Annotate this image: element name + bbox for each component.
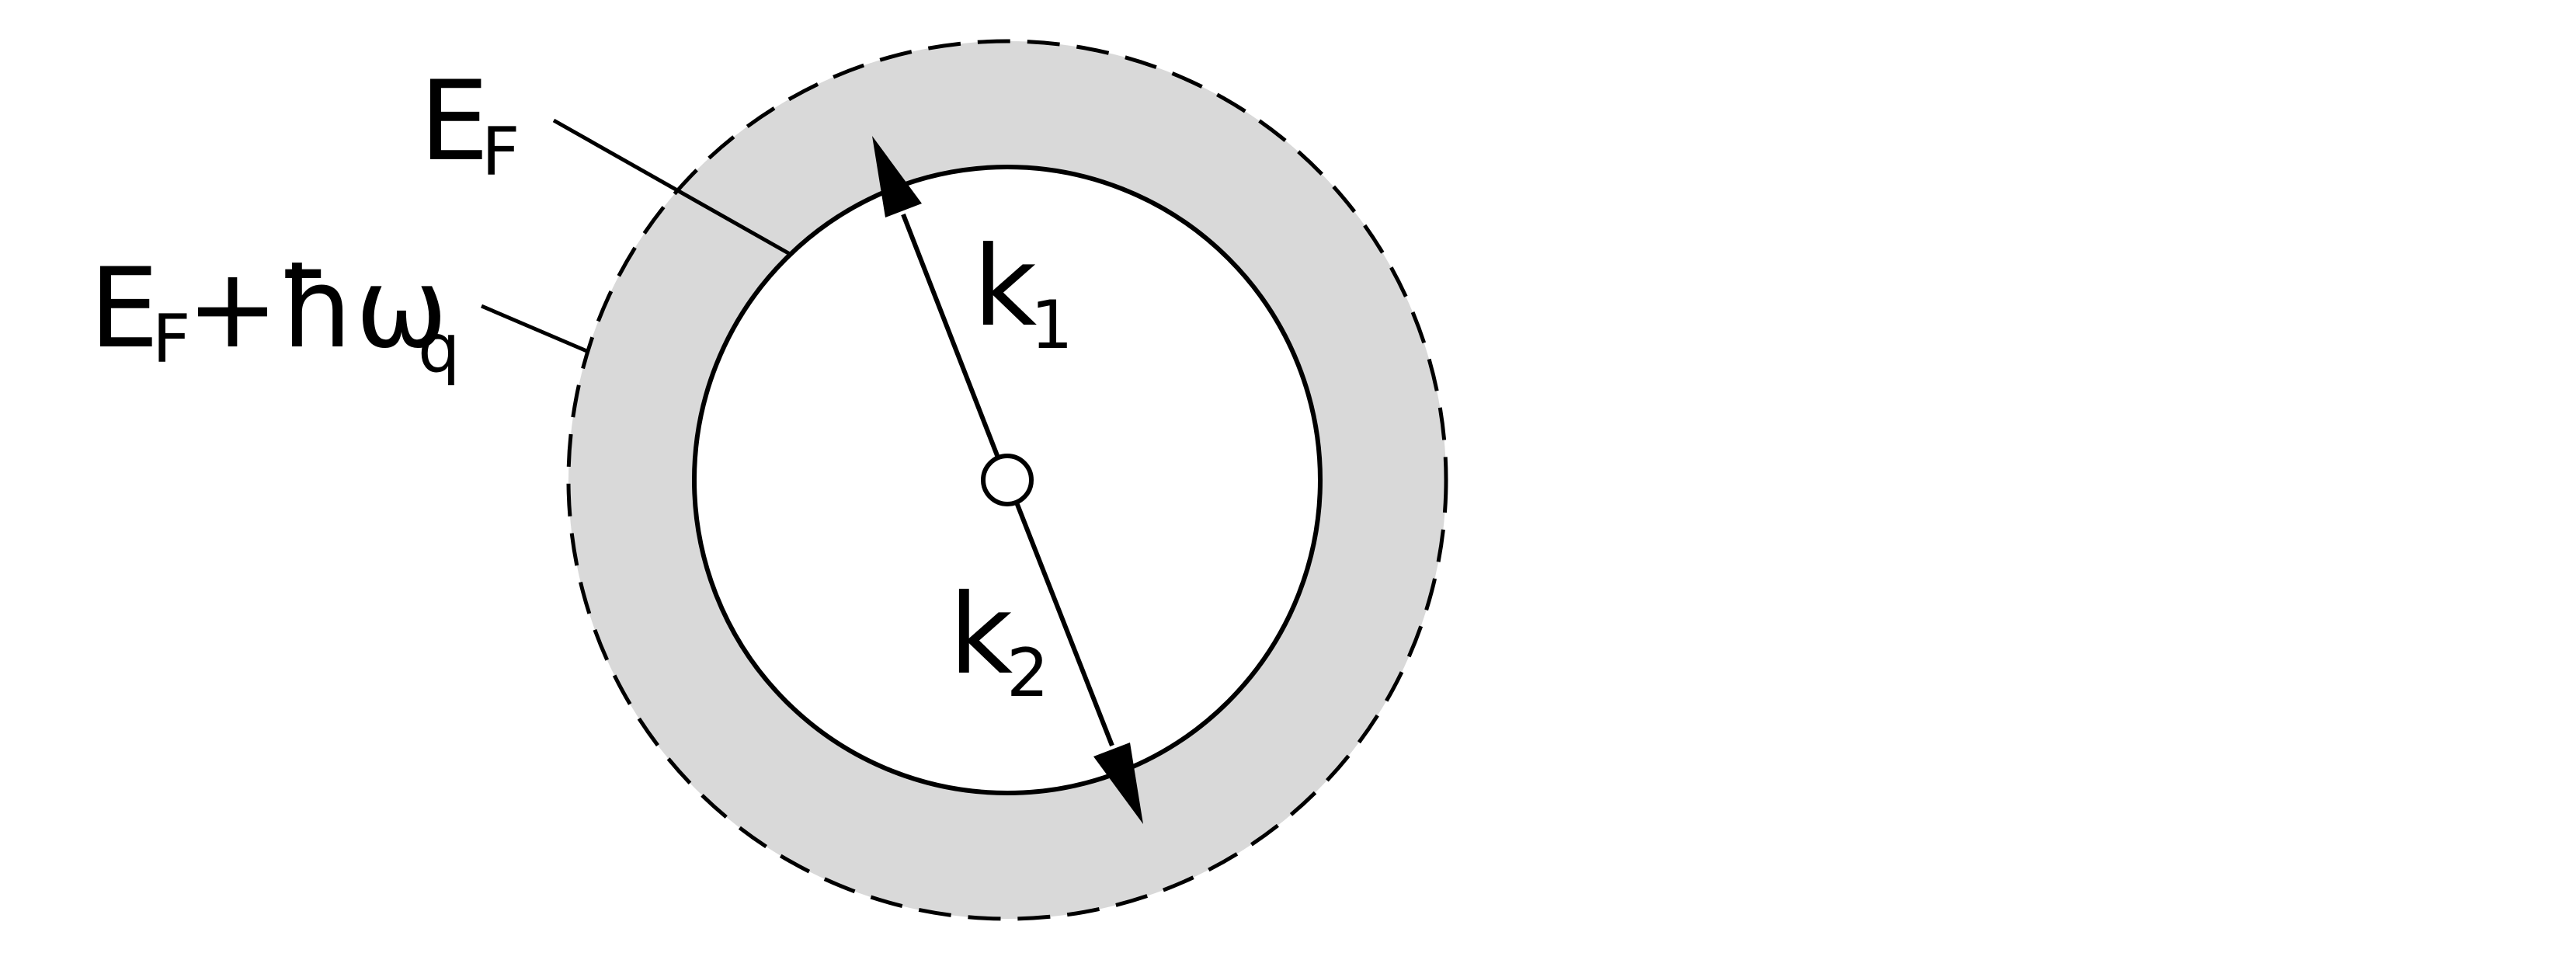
fermi-level-label: E F <box>419 57 520 191</box>
k1-label: k 1 <box>973 223 1073 364</box>
k1-arrow <box>872 136 1000 459</box>
k2-label: k 2 <box>949 571 1049 712</box>
k2-arrow <box>1014 501 1143 824</box>
outer-level-leader-line <box>481 304 589 354</box>
outer-level-label: E F +ħω q <box>89 245 461 388</box>
origin-point <box>981 454 1034 506</box>
fermi-level-leader-line <box>552 118 791 256</box>
